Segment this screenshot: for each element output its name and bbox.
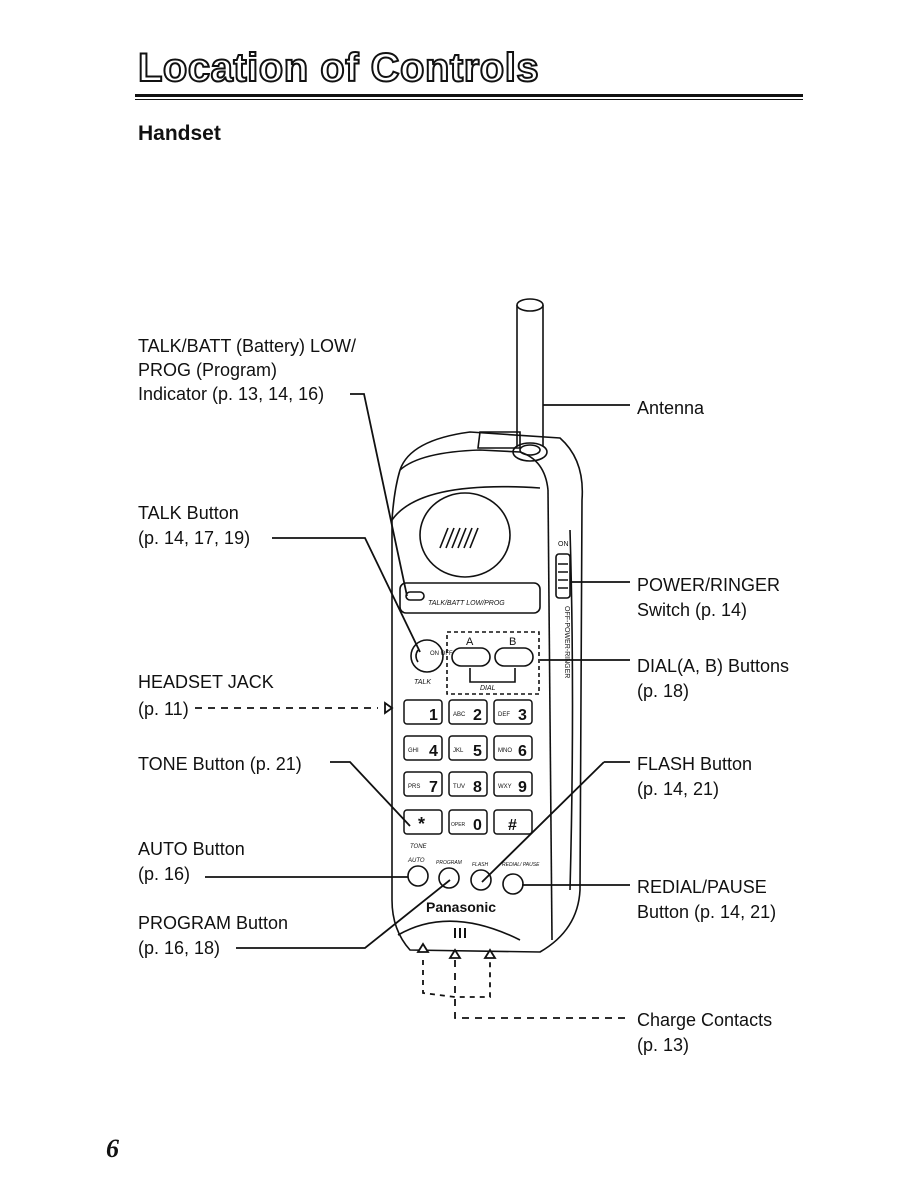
- switch-on-text: ON: [558, 541, 569, 548]
- key-6-digit: 6: [518, 743, 527, 760]
- key-4-digit: 4: [429, 743, 438, 760]
- label-flash-1: FLASH Button: [637, 754, 753, 774]
- title-rule: [135, 94, 803, 97]
- label-dial-1: DIAL(A, B) Buttons: [637, 656, 790, 676]
- key-4-letters: GHI: [408, 748, 419, 754]
- page-number: 6: [106, 1134, 119, 1163]
- power-ringer-switch-drawing: [555, 529, 574, 891]
- key-8-digit: 8: [473, 779, 482, 796]
- label-auto-1: AUTO Button: [138, 839, 245, 859]
- keypad-drawing: [403, 699, 533, 835]
- label-power-ringer-1: POWER/RINGER: [637, 575, 781, 595]
- brand-text: Panasonic: [426, 899, 496, 915]
- key-6-letters: MNO: [498, 748, 512, 754]
- auto-text: AUTO: [407, 858, 425, 864]
- function-buttons-drawing: [407, 865, 524, 895]
- label-flash-2: (p. 14, 21): [637, 779, 720, 799]
- key-star-digit: *: [418, 814, 425, 834]
- onoff-text: ON OFF: [430, 651, 453, 657]
- key-3-digit: 3: [518, 707, 527, 724]
- label-talk-batt-1: TALK/BATT (Battery) LOW/: [138, 336, 357, 356]
- leader-lines: [195, 393, 630, 1019]
- key-3-letters: DEF: [498, 712, 510, 718]
- dial-buttons-drawing: [446, 631, 540, 695]
- antenna-drawing: [512, 298, 548, 462]
- label-charge-1: Charge Contacts: [637, 1010, 773, 1030]
- label-talk-button-2: (p. 14, 17, 19): [138, 528, 251, 548]
- indicator-window: [399, 582, 541, 614]
- key-2-digit: 2: [473, 707, 482, 724]
- dial-a-text: A: [466, 636, 474, 648]
- label-charge-2: (p. 13): [637, 1035, 690, 1055]
- title-rule-thin: [135, 99, 803, 100]
- flash-text: FLASH: [472, 862, 489, 868]
- label-auto-2: (p. 16): [138, 864, 191, 884]
- key-5-letters: JKL: [453, 748, 464, 754]
- key-9-digit: 9: [518, 779, 527, 796]
- key-hash-digit: #: [508, 817, 517, 834]
- key-1-digit: 1: [429, 707, 438, 724]
- program-text: PROGRAM: [436, 860, 463, 866]
- key-7-digit: 7: [429, 779, 438, 796]
- talk-text: TALK: [414, 679, 431, 686]
- label-headset-2: (p. 11): [138, 699, 189, 719]
- dial-b-text: B: [509, 636, 516, 648]
- key-2-letters: ABC: [453, 712, 466, 718]
- key-5-digit: 5: [473, 743, 482, 760]
- label-program-1: PROGRAM Button: [138, 913, 289, 933]
- label-redial-1: REDIAL/PAUSE: [637, 877, 767, 897]
- label-talk-batt-2: PROG (Program): [138, 360, 278, 380]
- handset-body: [391, 431, 584, 953]
- speaker-drawing: [419, 492, 511, 578]
- key-0-digit: 0: [473, 817, 482, 834]
- label-antenna: Antenna: [637, 398, 705, 418]
- redial-text: REDIAL/ PAUSE: [502, 862, 540, 868]
- label-dial-2: (p. 18): [637, 681, 690, 701]
- label-talk-button-1: TALK Button: [138, 503, 239, 523]
- dial-text: DIAL: [480, 685, 496, 692]
- label-program-2: (p. 16, 18): [138, 938, 221, 958]
- key-0-letters: OPER: [451, 822, 466, 828]
- label-tone: TONE Button (p. 21): [138, 754, 302, 774]
- tone-text: TONE: [410, 844, 428, 850]
- charge-contacts-drawing: [397, 920, 521, 941]
- label-redial-2: Button (p. 14, 21): [637, 902, 777, 922]
- section-heading: Handset: [138, 122, 221, 145]
- label-headset-1: HEADSET JACK: [138, 672, 274, 692]
- switch-side-text: OFF-POWER-RINGER: [563, 606, 570, 678]
- label-talk-batt-3: Indicator (p. 13, 14, 16): [138, 384, 325, 404]
- page-title: Location of Controls: [137, 45, 540, 91]
- talk-button-drawing: [410, 639, 444, 673]
- label-power-ringer-2: Switch (p. 14): [637, 600, 748, 620]
- key-7-letters: PRS: [408, 784, 420, 790]
- key-8-letters: TUV: [453, 784, 465, 790]
- indicator-text: TALK/BATT LOW/PROG: [428, 600, 505, 607]
- key-9-letters: WXY: [498, 784, 512, 790]
